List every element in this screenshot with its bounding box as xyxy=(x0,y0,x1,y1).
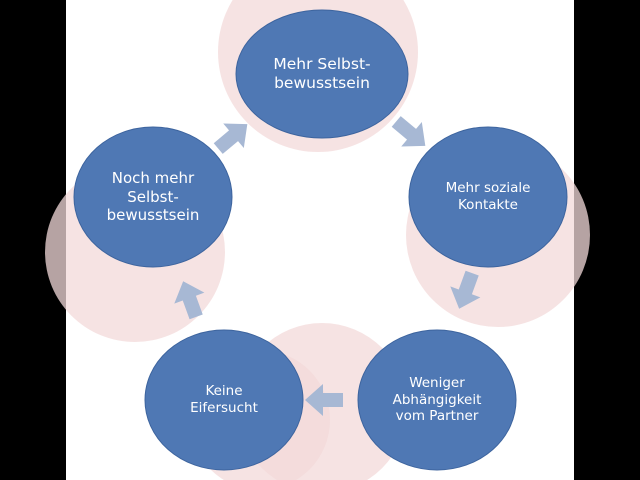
node-label-weniger-abhaengigkeit: Weniger Abhängigkeit vom Partner xyxy=(392,374,482,425)
node-circle-selbstbewusstsein xyxy=(235,9,409,139)
node-circle-keine-eifersucht xyxy=(144,329,304,471)
arrow-icon-2 xyxy=(450,270,481,309)
cycle-arrows xyxy=(174,116,481,416)
node-circle-weniger-abhaengigkeit xyxy=(357,329,517,471)
cycle-nodes xyxy=(73,9,568,471)
node-label-soziale-kontakte: Mehr soziale Kontakte xyxy=(445,180,531,213)
node-label-noch-mehr-selbstbewusstsein: Noch mehr Selbst- bewusstsein xyxy=(106,168,200,225)
node-circle-noch-mehr-selbstbewusstsein xyxy=(73,126,233,268)
arrow-icon-1 xyxy=(391,116,426,147)
node-circle-soziale-kontakte xyxy=(408,126,568,268)
arrow-icon-4 xyxy=(174,281,205,320)
node-label-selbstbewusstsein: Mehr Selbst- bewusstsein xyxy=(273,54,371,92)
node-label-keine-eifersucht: Keine Eifersucht xyxy=(190,383,258,416)
arrow-icon-3 xyxy=(305,384,343,416)
arrow-icon-5 xyxy=(213,123,248,154)
